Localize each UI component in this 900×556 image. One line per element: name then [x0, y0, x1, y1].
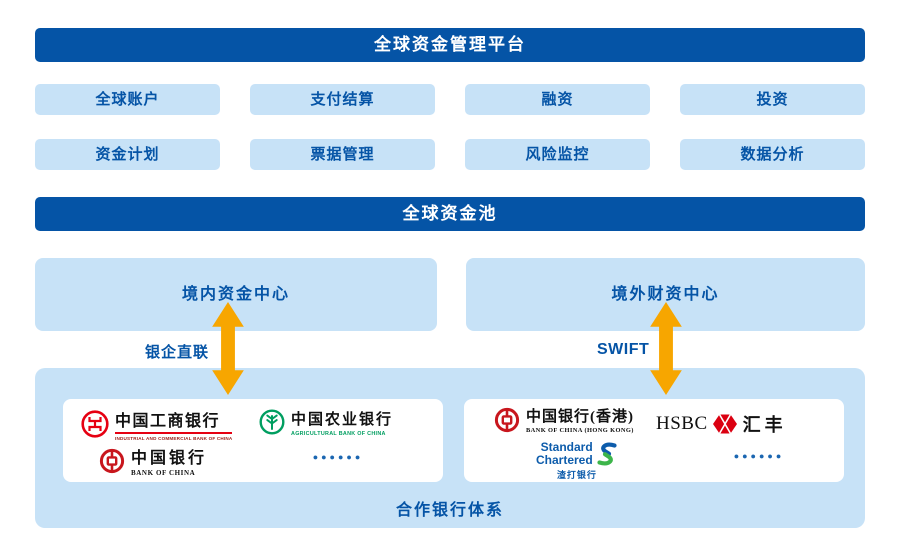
boc-logo-icon	[99, 448, 125, 474]
bank-name-cn: 汇丰	[742, 415, 787, 435]
feature-box-fund-planning: 资金计划	[35, 139, 220, 170]
bank-name: 中国银行	[131, 450, 208, 467]
bank-name-cn: 渣打银行	[556, 470, 597, 480]
bank-name: 中国农业银行	[291, 412, 394, 428]
feature-box-investment: 投资	[680, 84, 865, 115]
cash-pool-bar: 全球资金池	[35, 197, 865, 231]
more-banks-ellipsis: ●●●●●●	[312, 452, 364, 462]
bank-subtitle: INDUSTRIAL AND COMMERCIAL BANK OF CHINA	[115, 435, 233, 441]
hsbc-logo-icon	[712, 413, 738, 435]
double-arrow-icon	[212, 302, 244, 395]
icbc-logo-icon	[81, 410, 109, 438]
overseas-banks-panel: 中国银行(香港) BANK OF CHINA (HONG KONG) HSBC …	[464, 399, 844, 482]
domestic-banks-panel: 中国工商银行 INDUSTRIAL AND COMMERCIAL BANK OF…	[63, 399, 443, 482]
bank-icbc: 中国工商银行 INDUSTRIAL AND COMMERCIAL BANK OF…	[81, 407, 233, 441]
bank-standard-chartered: Standard Chartered 渣打银行	[536, 441, 618, 481]
feature-box-data-analysis: 数据分析	[680, 139, 865, 170]
partner-bank-title: 合作银行体系	[395, 502, 504, 519]
bank-boc: 中国银行 BANK OF CHINA	[99, 444, 207, 477]
feature-box-financing: 融资	[465, 84, 650, 115]
bank-hsbc: HSBC 汇丰	[656, 411, 787, 437]
bank-direct-link-label: 银企直联	[145, 344, 210, 361]
bank-name: 中国银行(香港)	[526, 409, 634, 425]
bank-name-line1: Standard	[540, 440, 593, 454]
feature-box-global-accounts: 全球账户	[35, 84, 220, 115]
abc-logo-icon	[259, 409, 285, 435]
bank-name-line2: Chartered	[536, 453, 593, 467]
swift-label: SWIFT	[597, 341, 650, 358]
bank-name: HSBC	[656, 413, 708, 434]
double-arrow-icon	[650, 302, 682, 395]
feature-box-risk-monitoring: 风险监控	[465, 139, 650, 170]
bank-name: 中国工商银行	[115, 407, 233, 434]
bank-subtitle: AGRICULTURAL BANK OF CHINA	[291, 430, 386, 437]
boc-hk-logo-icon	[494, 407, 520, 433]
bank-subtitle: BANK OF CHINA (HONG KONG)	[526, 427, 634, 434]
standard-chartered-logo-icon	[596, 441, 618, 467]
platform-title-bar: 全球资金管理平台	[35, 28, 865, 62]
bank-abc: 中国农业银行 AGRICULTURAL BANK OF CHINA	[259, 408, 393, 437]
bank-subtitle: BANK OF CHINA	[131, 469, 196, 477]
feature-box-bill-management: 票据管理	[250, 139, 435, 170]
feature-box-payment-settlement: 支付结算	[250, 84, 435, 115]
partner-bank-panel: 中国工商银行 INDUSTRIAL AND COMMERCIAL BANK OF…	[35, 368, 865, 528]
more-banks-ellipsis: ●●●●●●	[733, 451, 785, 461]
bank-boc-hk: 中国银行(香港) BANK OF CHINA (HONG KONG)	[494, 405, 634, 434]
